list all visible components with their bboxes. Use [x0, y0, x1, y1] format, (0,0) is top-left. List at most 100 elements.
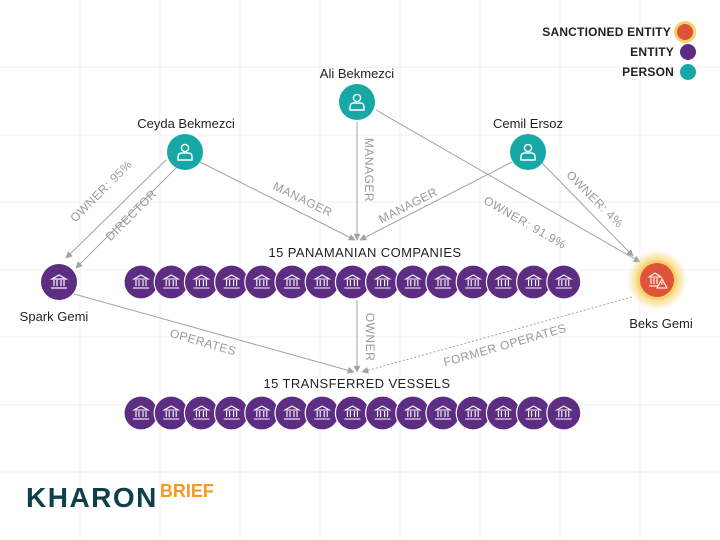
- company-node[interactable]: [304, 264, 340, 300]
- vessel-node[interactable]: [244, 395, 280, 431]
- company-node[interactable]: [455, 264, 491, 300]
- vessel-node[interactable]: [455, 395, 491, 431]
- company-node[interactable]: [123, 264, 159, 300]
- legend-sanctioned-label: SANCTIONED ENTITY: [542, 25, 671, 39]
- bank-building-icon: [313, 274, 332, 289]
- bank-building-icon: [192, 405, 211, 420]
- legend-entity-dot: [680, 44, 696, 60]
- company-node[interactable]: [244, 264, 280, 300]
- person-node-cemil[interactable]: [510, 134, 546, 170]
- bank-building-icon: [464, 274, 483, 289]
- person-label-ceyda: Ceyda Bekmezci: [137, 116, 235, 131]
- vessels-row: [123, 395, 582, 431]
- legend-person-label: PERSON: [622, 65, 674, 79]
- person-node-ali[interactable]: [339, 84, 375, 120]
- edge-beks-vessels: [361, 296, 633, 374]
- company-node[interactable]: [183, 264, 219, 300]
- bank-building-icon: [403, 274, 422, 289]
- sanctioned-node-beks[interactable]: [627, 250, 687, 310]
- vessels-group-label: 15 TRANSFERRED VESSELS: [263, 376, 450, 391]
- person-label-ali: Ali Bekmezci: [320, 66, 395, 81]
- bank-building-icon: [433, 274, 453, 289]
- bank-building-icon: [222, 274, 241, 289]
- vessel-node[interactable]: [214, 395, 250, 431]
- brand-name: KHARON: [26, 482, 158, 513]
- vessel-node[interactable]: [425, 395, 461, 431]
- edges: [65, 109, 641, 374]
- companies-row: [123, 264, 582, 300]
- company-node[interactable]: [515, 264, 552, 300]
- bank-building-icon: [554, 405, 573, 420]
- company-node[interactable]: [334, 264, 370, 300]
- bank-building-icon: [554, 274, 573, 289]
- vessel-node[interactable]: [183, 395, 219, 431]
- bank-building-icon: [282, 274, 302, 289]
- bank-building-icon: [464, 405, 483, 420]
- company-node[interactable]: [214, 264, 250, 300]
- person-icon: [349, 93, 365, 111]
- person-icon: [520, 143, 536, 161]
- legend-sanctioned-dot: [677, 24, 693, 40]
- vessel-node[interactable]: [546, 395, 582, 431]
- legend-entity-label: ENTITY: [630, 45, 674, 59]
- entity-label-spark: Spark Gemi: [20, 309, 89, 324]
- bank-building-icon: [524, 405, 543, 420]
- company-node[interactable]: [365, 264, 401, 300]
- person-node-ceyda[interactable]: [167, 134, 203, 170]
- bank-building-icon: [131, 274, 151, 289]
- bank-building-icon: [524, 274, 543, 289]
- label-companies-vessels: OWNER: [363, 313, 377, 362]
- bank-building-icon: [403, 405, 422, 420]
- person-label-cemil: Cemil Ersoz: [493, 116, 563, 131]
- bank-building-icon: [373, 405, 392, 420]
- bank-building-icon: [222, 405, 241, 420]
- label-cemil-companies: MANAGER: [376, 185, 440, 227]
- sanctioned-building-warning-icon: [647, 272, 668, 289]
- legend-person-dot: [680, 64, 696, 80]
- bank-building-icon: [192, 274, 211, 289]
- bank-building-icon: [49, 274, 69, 289]
- edge-ceyda-spark-owner: [65, 159, 167, 259]
- brand-logo: KHARON BRIEF: [26, 481, 214, 513]
- label-spark-vessels: OPERATES: [168, 326, 238, 358]
- legend: SANCTIONED ENTITY ENTITY PERSON: [542, 22, 696, 82]
- vessel-node[interactable]: [274, 395, 310, 431]
- bank-building-icon: [494, 405, 513, 420]
- company-node[interactable]: [274, 264, 310, 300]
- vessel-node[interactable]: [334, 395, 370, 431]
- vessel-node[interactable]: [395, 395, 431, 431]
- company-node[interactable]: [546, 264, 582, 300]
- person-icon: [177, 143, 193, 161]
- legend-sanctioned: SANCTIONED ENTITY: [542, 22, 696, 42]
- vessel-node[interactable]: [485, 395, 521, 431]
- bank-building-icon: [131, 405, 151, 420]
- vessel-node[interactable]: [304, 395, 340, 431]
- vessel-node[interactable]: [365, 395, 401, 431]
- bank-building-icon: [313, 405, 332, 420]
- edge-cemil-beks: [540, 161, 634, 257]
- vessel-node[interactable]: [515, 395, 552, 431]
- label-beks-vessels: FORMER OPERATES: [442, 321, 568, 370]
- vessel-node[interactable]: [153, 395, 189, 431]
- company-node[interactable]: [485, 264, 521, 300]
- bank-building-icon: [343, 274, 362, 289]
- bank-building-icon: [494, 274, 513, 289]
- bank-building-icon: [252, 405, 271, 420]
- bank-building-icon: [343, 405, 362, 420]
- bank-building-icon: [252, 274, 271, 289]
- edge-cemil-companies: [359, 161, 513, 241]
- vessel-node[interactable]: [123, 395, 159, 431]
- label-ceyda-spark-director: DIRECTOR: [103, 187, 160, 244]
- company-node[interactable]: [153, 264, 189, 300]
- bank-building-icon: [282, 405, 302, 420]
- company-node[interactable]: [395, 264, 431, 300]
- bank-building-icon: [162, 274, 181, 289]
- edge-spark-vessels: [73, 293, 355, 374]
- brand-product: BRIEF: [159, 481, 214, 501]
- edge-ceyda-spark-director: [75, 165, 179, 269]
- edge-ceyda-companies: [199, 161, 356, 241]
- entity-node-spark[interactable]: [41, 264, 77, 300]
- company-node[interactable]: [425, 264, 461, 300]
